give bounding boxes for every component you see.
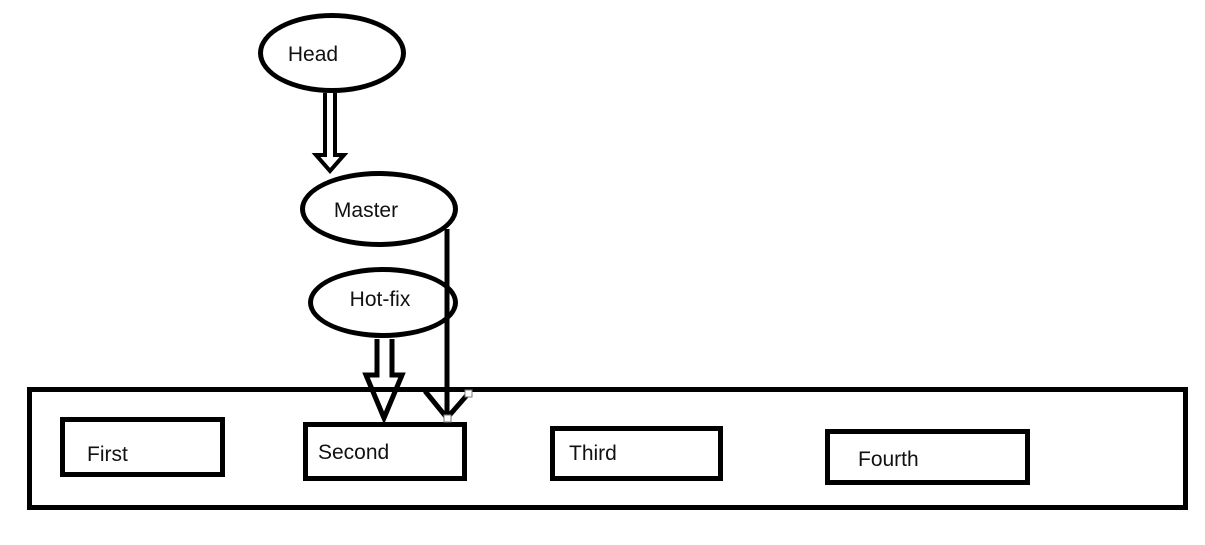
node-hotfix-label: Hot-fix	[349, 287, 411, 311]
node-master-label: Master	[333, 199, 399, 222]
node-head: Head	[258, 13, 406, 93]
branch-box-third-label: Third	[569, 441, 617, 465]
arrow-head-to-master	[311, 93, 349, 175]
branch-box-first: First	[60, 417, 225, 477]
branch-box-second: Second	[303, 422, 467, 481]
branch-box-fourth: Fourth	[825, 429, 1030, 485]
branch-box-fourth-label: Fourth	[858, 448, 919, 471]
node-hotfix: Hot-fix	[308, 267, 458, 338]
arrow-master-to-second	[423, 229, 473, 423]
branch-box-second-label: Second	[318, 440, 390, 464]
line-endpoint-handle[interactable]	[443, 414, 452, 423]
node-master: Master	[300, 171, 458, 247]
arrow-hotfix-to-second	[362, 339, 406, 425]
branches-container-rectangle	[27, 387, 1188, 510]
line-endpoint-handle[interactable]	[464, 389, 473, 398]
node-head-label: Head	[287, 43, 339, 66]
branch-box-first-label: First	[87, 443, 128, 466]
branch-box-third: Third	[550, 426, 723, 481]
